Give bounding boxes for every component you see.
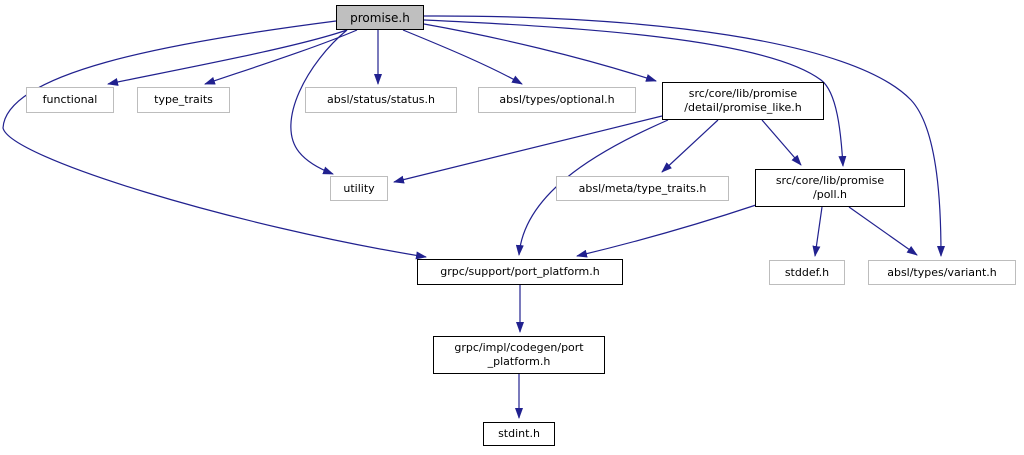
edge-promise-h-to-promise-like-h	[423, 23, 657, 82]
edge-promise-h-to-functional	[107, 29, 348, 86]
edge-promise-h-to-poll-h	[423, 19, 847, 167]
node-stddef-h: stddef.h	[769, 260, 845, 285]
node-promise-h[interactable]: promise.h	[336, 5, 424, 30]
edge-poll-h-to-absl-types-variant-h	[848, 206, 918, 256]
node-absl-meta-type-traits-h: absl/meta/type_traits.h	[556, 176, 729, 201]
node-stdint-h[interactable]: stdint.h	[483, 422, 555, 446]
edge-promise-h-to-absl-types-variant-h	[423, 15, 945, 257]
node-poll-h[interactable]: src/core/lib/promise /poll.h	[755, 169, 905, 207]
node-absl-types-optional-h: absl/types/optional.h	[478, 87, 636, 113]
node-absl-status-status-h: absl/status/status.h	[305, 87, 457, 113]
node-utility: utility	[330, 176, 388, 201]
edge-poll-h-to-stddef-h	[812, 206, 823, 257]
edge-promise-h-to-type-traits	[204, 29, 358, 85]
edge-promise-h-to-absl-types-optional-h	[402, 29, 523, 85]
node-absl-types-variant-h: absl/types/variant.h	[868, 260, 1016, 285]
node-functional: functional	[26, 87, 114, 113]
node-impl-port-platform-h[interactable]: grpc/impl/codegen/port _platform.h	[433, 336, 605, 374]
edge-promise-like-h-to-utility	[393, 115, 663, 184]
node-port-platform-h[interactable]: grpc/support/port_platform.h	[417, 259, 623, 285]
edge-promise-h-to-utility	[290, 29, 348, 175]
node-promise-like-h[interactable]: src/core/lib/promise /detail/promise_lik…	[662, 82, 824, 120]
edge-promise-like-h-to-absl-meta-type-traits-h	[661, 119, 719, 173]
edge-promise-like-h-to-poll-h	[761, 119, 802, 166]
node-type-traits: type_traits	[137, 87, 230, 113]
edge-promise-h-to-port-platform-h	[2, 20, 427, 260]
edge-poll-h-to-port-platform-h	[576, 204, 757, 258]
